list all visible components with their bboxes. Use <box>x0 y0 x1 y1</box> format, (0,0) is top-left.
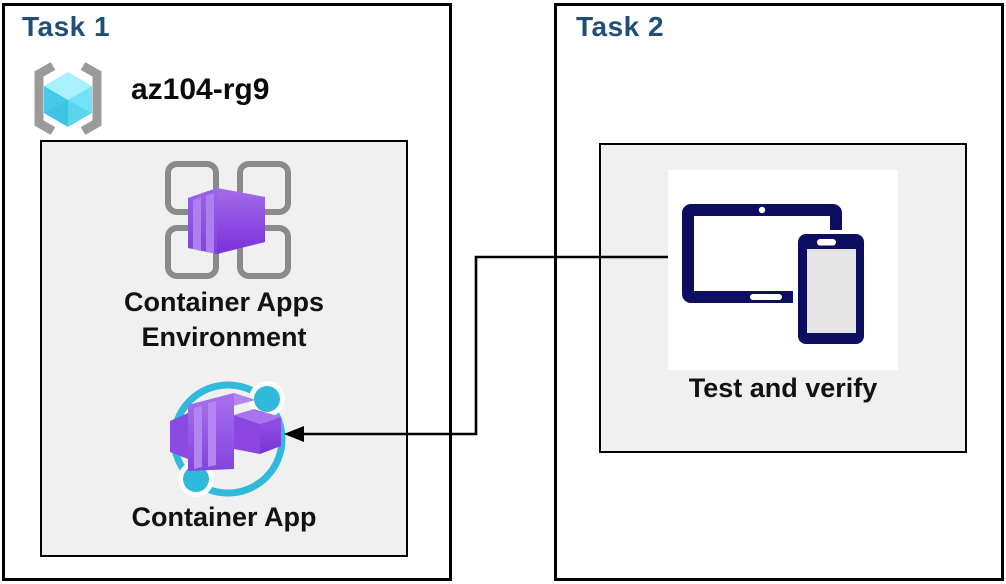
tablet-phone-devices-icon <box>682 204 869 349</box>
left-bracket <box>34 62 56 135</box>
label-line-1: Container Apps <box>123 287 324 317</box>
resource-group-label: az104-rg9 <box>131 73 270 106</box>
task2-title: Task 2 <box>576 11 665 42</box>
orbit-dot-bottom <box>183 466 209 492</box>
container-apps-environment-label: Container Apps Environment <box>40 285 408 355</box>
container-app-icon <box>168 379 292 501</box>
orbit-dot-top <box>254 386 280 412</box>
phone-speaker <box>817 239 836 246</box>
container-app-label: Container App <box>131 502 317 532</box>
tablet-home-button <box>750 294 782 300</box>
devices-panel <box>668 170 898 370</box>
label-line-2: Environment <box>141 322 307 352</box>
resource-group-icon <box>28 60 108 138</box>
test-and-verify-label: Test and verify <box>688 373 878 403</box>
container-apps-environment-icon <box>164 160 292 280</box>
phone-screen <box>807 249 856 333</box>
task1-title: Task 1 <box>22 11 111 42</box>
right-bracket <box>80 62 102 135</box>
tablet-camera-dot <box>758 206 766 214</box>
